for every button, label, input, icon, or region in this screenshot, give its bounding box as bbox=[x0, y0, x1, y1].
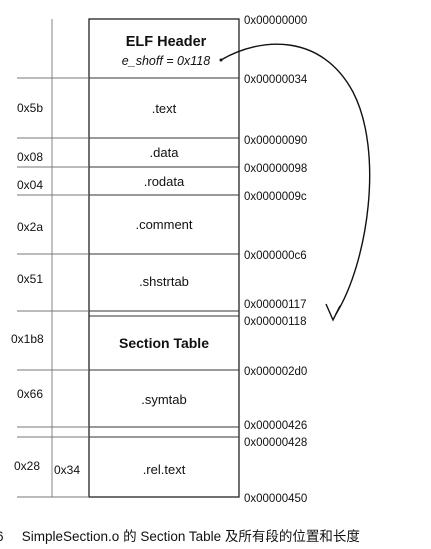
address-label: 0x00000090 bbox=[244, 135, 307, 147]
e-shoff-pointer-arrow bbox=[220, 43, 371, 315]
section-label-text: .text bbox=[152, 101, 177, 116]
section-label-section-table: Section Table bbox=[119, 335, 209, 351]
e-shoff-field: e_shoff = 0x118 bbox=[122, 54, 210, 68]
address-label: 0x00000034 bbox=[244, 74, 308, 86]
section-label-rodata: .rodata bbox=[144, 174, 185, 189]
address-label: 0x0000009c bbox=[244, 191, 307, 203]
size-label: 0x08 bbox=[17, 150, 43, 164]
size-ruler bbox=[17, 19, 89, 498]
address-label: 0x00000118 bbox=[244, 316, 306, 328]
size-label: 0x28 bbox=[14, 459, 40, 473]
address-label: 0x00000000 bbox=[244, 15, 307, 27]
section-label-data: .data bbox=[150, 145, 180, 160]
section-label-shstrtab: .shstrtab bbox=[139, 274, 189, 289]
address-label: 0x00000426 bbox=[244, 420, 307, 432]
size-label: 0x66 bbox=[17, 387, 43, 401]
size-label: 0x5b bbox=[17, 101, 43, 115]
address-label: 0x00000117 bbox=[244, 299, 306, 311]
file-column-outline bbox=[88, 18, 240, 498]
address-label: 0x00000098 bbox=[244, 163, 307, 175]
address-label: 0x000000c6 bbox=[244, 250, 307, 262]
section-label-rel-text: .rel.text bbox=[143, 462, 186, 477]
figure-caption-text: SimpleSection.o 的 Section Table 及所有段的位置和… bbox=[21, 529, 360, 544]
elf-header-title: ELF Header bbox=[126, 34, 207, 50]
size-label: 0x34 bbox=[54, 463, 80, 477]
arrowhead-icon bbox=[325, 303, 341, 322]
size-label: 0x04 bbox=[17, 178, 43, 192]
section-dividers bbox=[89, 77, 239, 438]
address-label: 0x00000428 bbox=[244, 437, 307, 449]
size-label: 0x2a bbox=[17, 220, 43, 234]
figure-caption: 6 SimpleSection.o 的 Section Table 及所有段的位… bbox=[0, 524, 431, 549]
section-label-comment: .comment bbox=[135, 217, 192, 232]
pointer-origin-dot bbox=[219, 58, 223, 62]
figure-number: 6 bbox=[0, 524, 6, 549]
section-label-symtab: .symtab bbox=[141, 392, 187, 407]
size-label: 0x51 bbox=[17, 272, 43, 286]
address-label: 0x00000450 bbox=[244, 493, 307, 505]
address-label: 0x000002d0 bbox=[244, 366, 307, 378]
size-label: 0x1b8 bbox=[11, 332, 44, 346]
